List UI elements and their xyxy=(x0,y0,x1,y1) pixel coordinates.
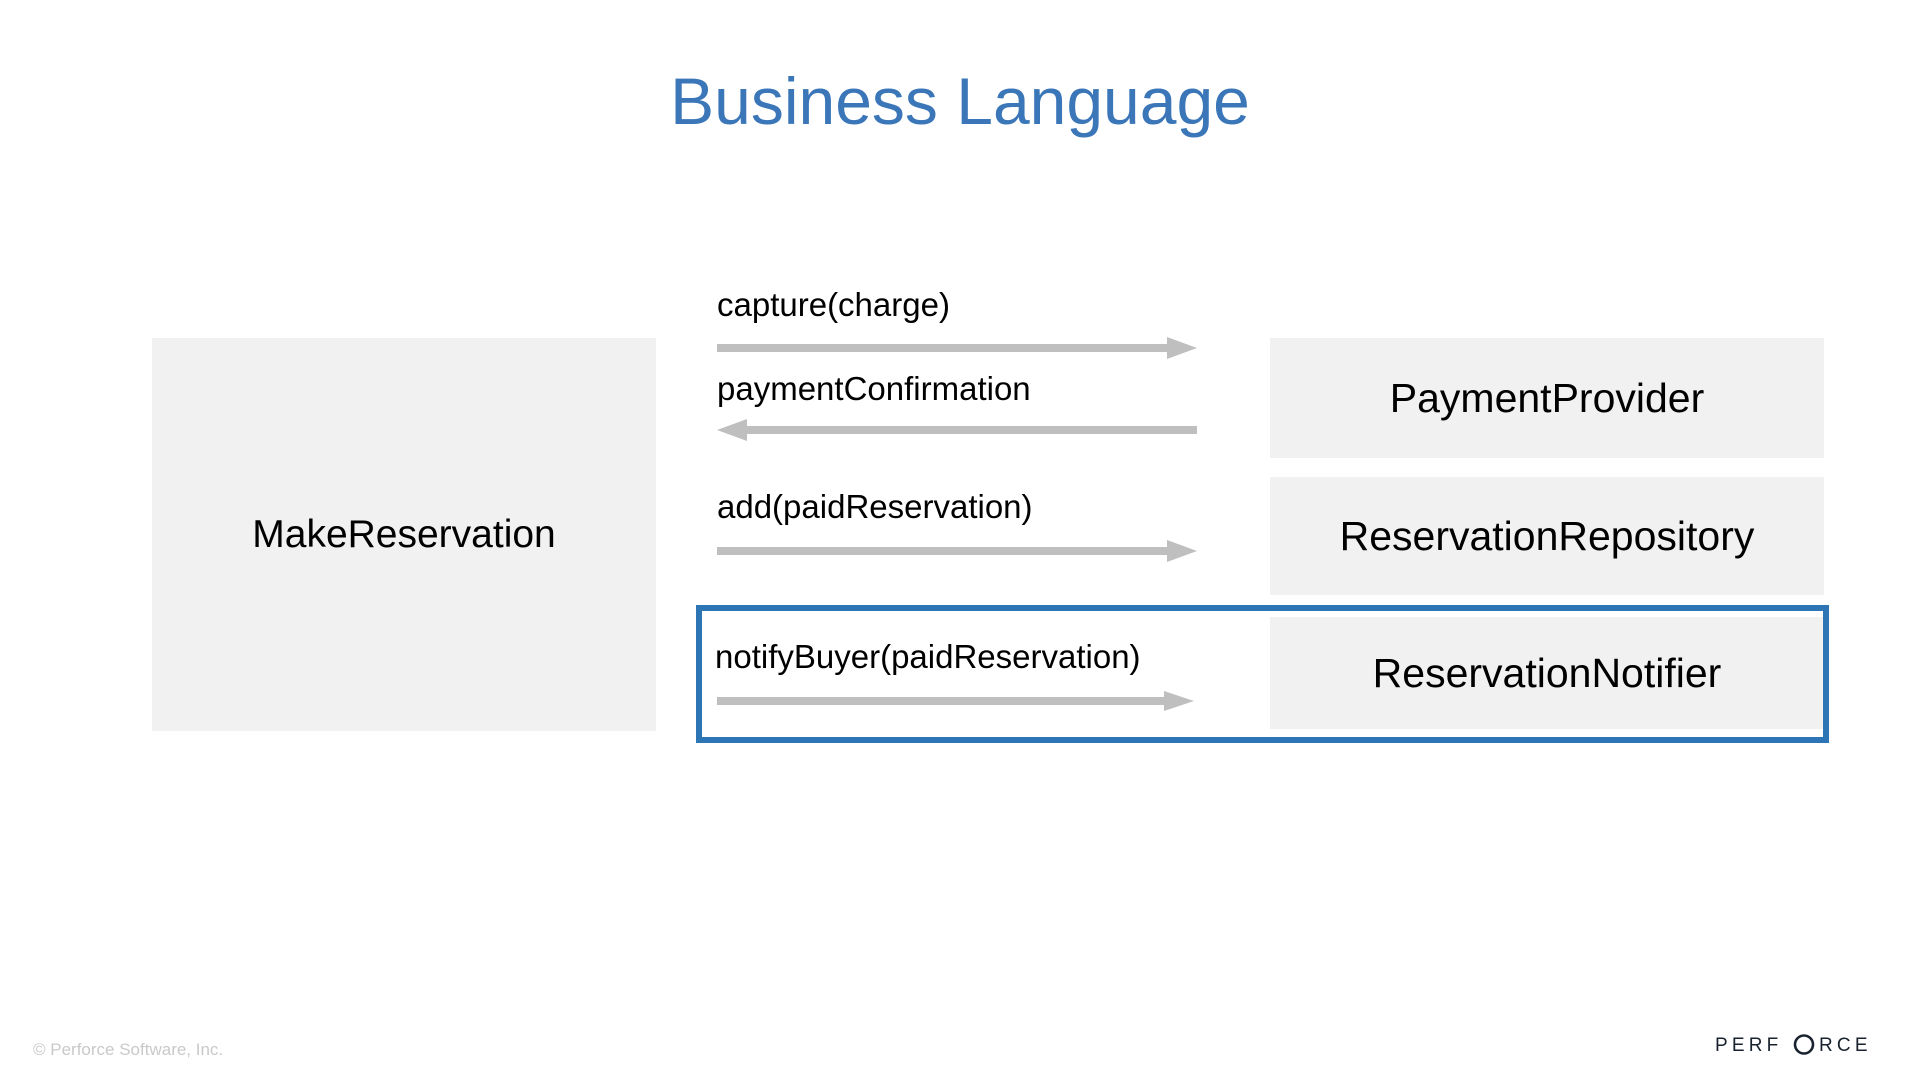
perforce-logo: PERF RCE xyxy=(1715,1034,1872,1056)
arrow-right-icon xyxy=(717,540,1197,562)
highlight-frame xyxy=(696,605,1829,743)
component-label: ReservationNotifier xyxy=(1372,649,1722,696)
message-label: capture(charge) xyxy=(717,286,950,323)
component-box-make-reservation[interactable]: MakeReservation xyxy=(152,338,656,731)
svg-text:RCE: RCE xyxy=(1819,1035,1872,1056)
arrow-right-icon xyxy=(717,691,1194,711)
component-label: MakeReservation xyxy=(252,512,556,556)
component-box-reservation-notifier[interactable]: ReservationNotifier xyxy=(1270,617,1824,729)
message-label: add(paidReservation) xyxy=(717,488,1033,525)
footer-copyright: © Perforce Software, Inc. xyxy=(33,1040,224,1059)
message-label: notifyBuyer(paidReservation) xyxy=(715,638,1141,675)
component-label: PaymentProvider xyxy=(1389,374,1705,421)
page-title: Business Language xyxy=(670,64,1250,138)
arrow-right-icon xyxy=(717,337,1197,359)
svg-text:PERF: PERF xyxy=(1715,1035,1782,1056)
component-label: ReservationRepository xyxy=(1339,512,1755,559)
component-box-payment-provider[interactable]: PaymentProvider xyxy=(1270,338,1824,458)
arrow-left-icon xyxy=(717,419,1197,441)
component-box-reservation-repository[interactable]: ReservationRepository xyxy=(1270,477,1824,595)
message-label: paymentConfirmation xyxy=(717,370,1031,407)
